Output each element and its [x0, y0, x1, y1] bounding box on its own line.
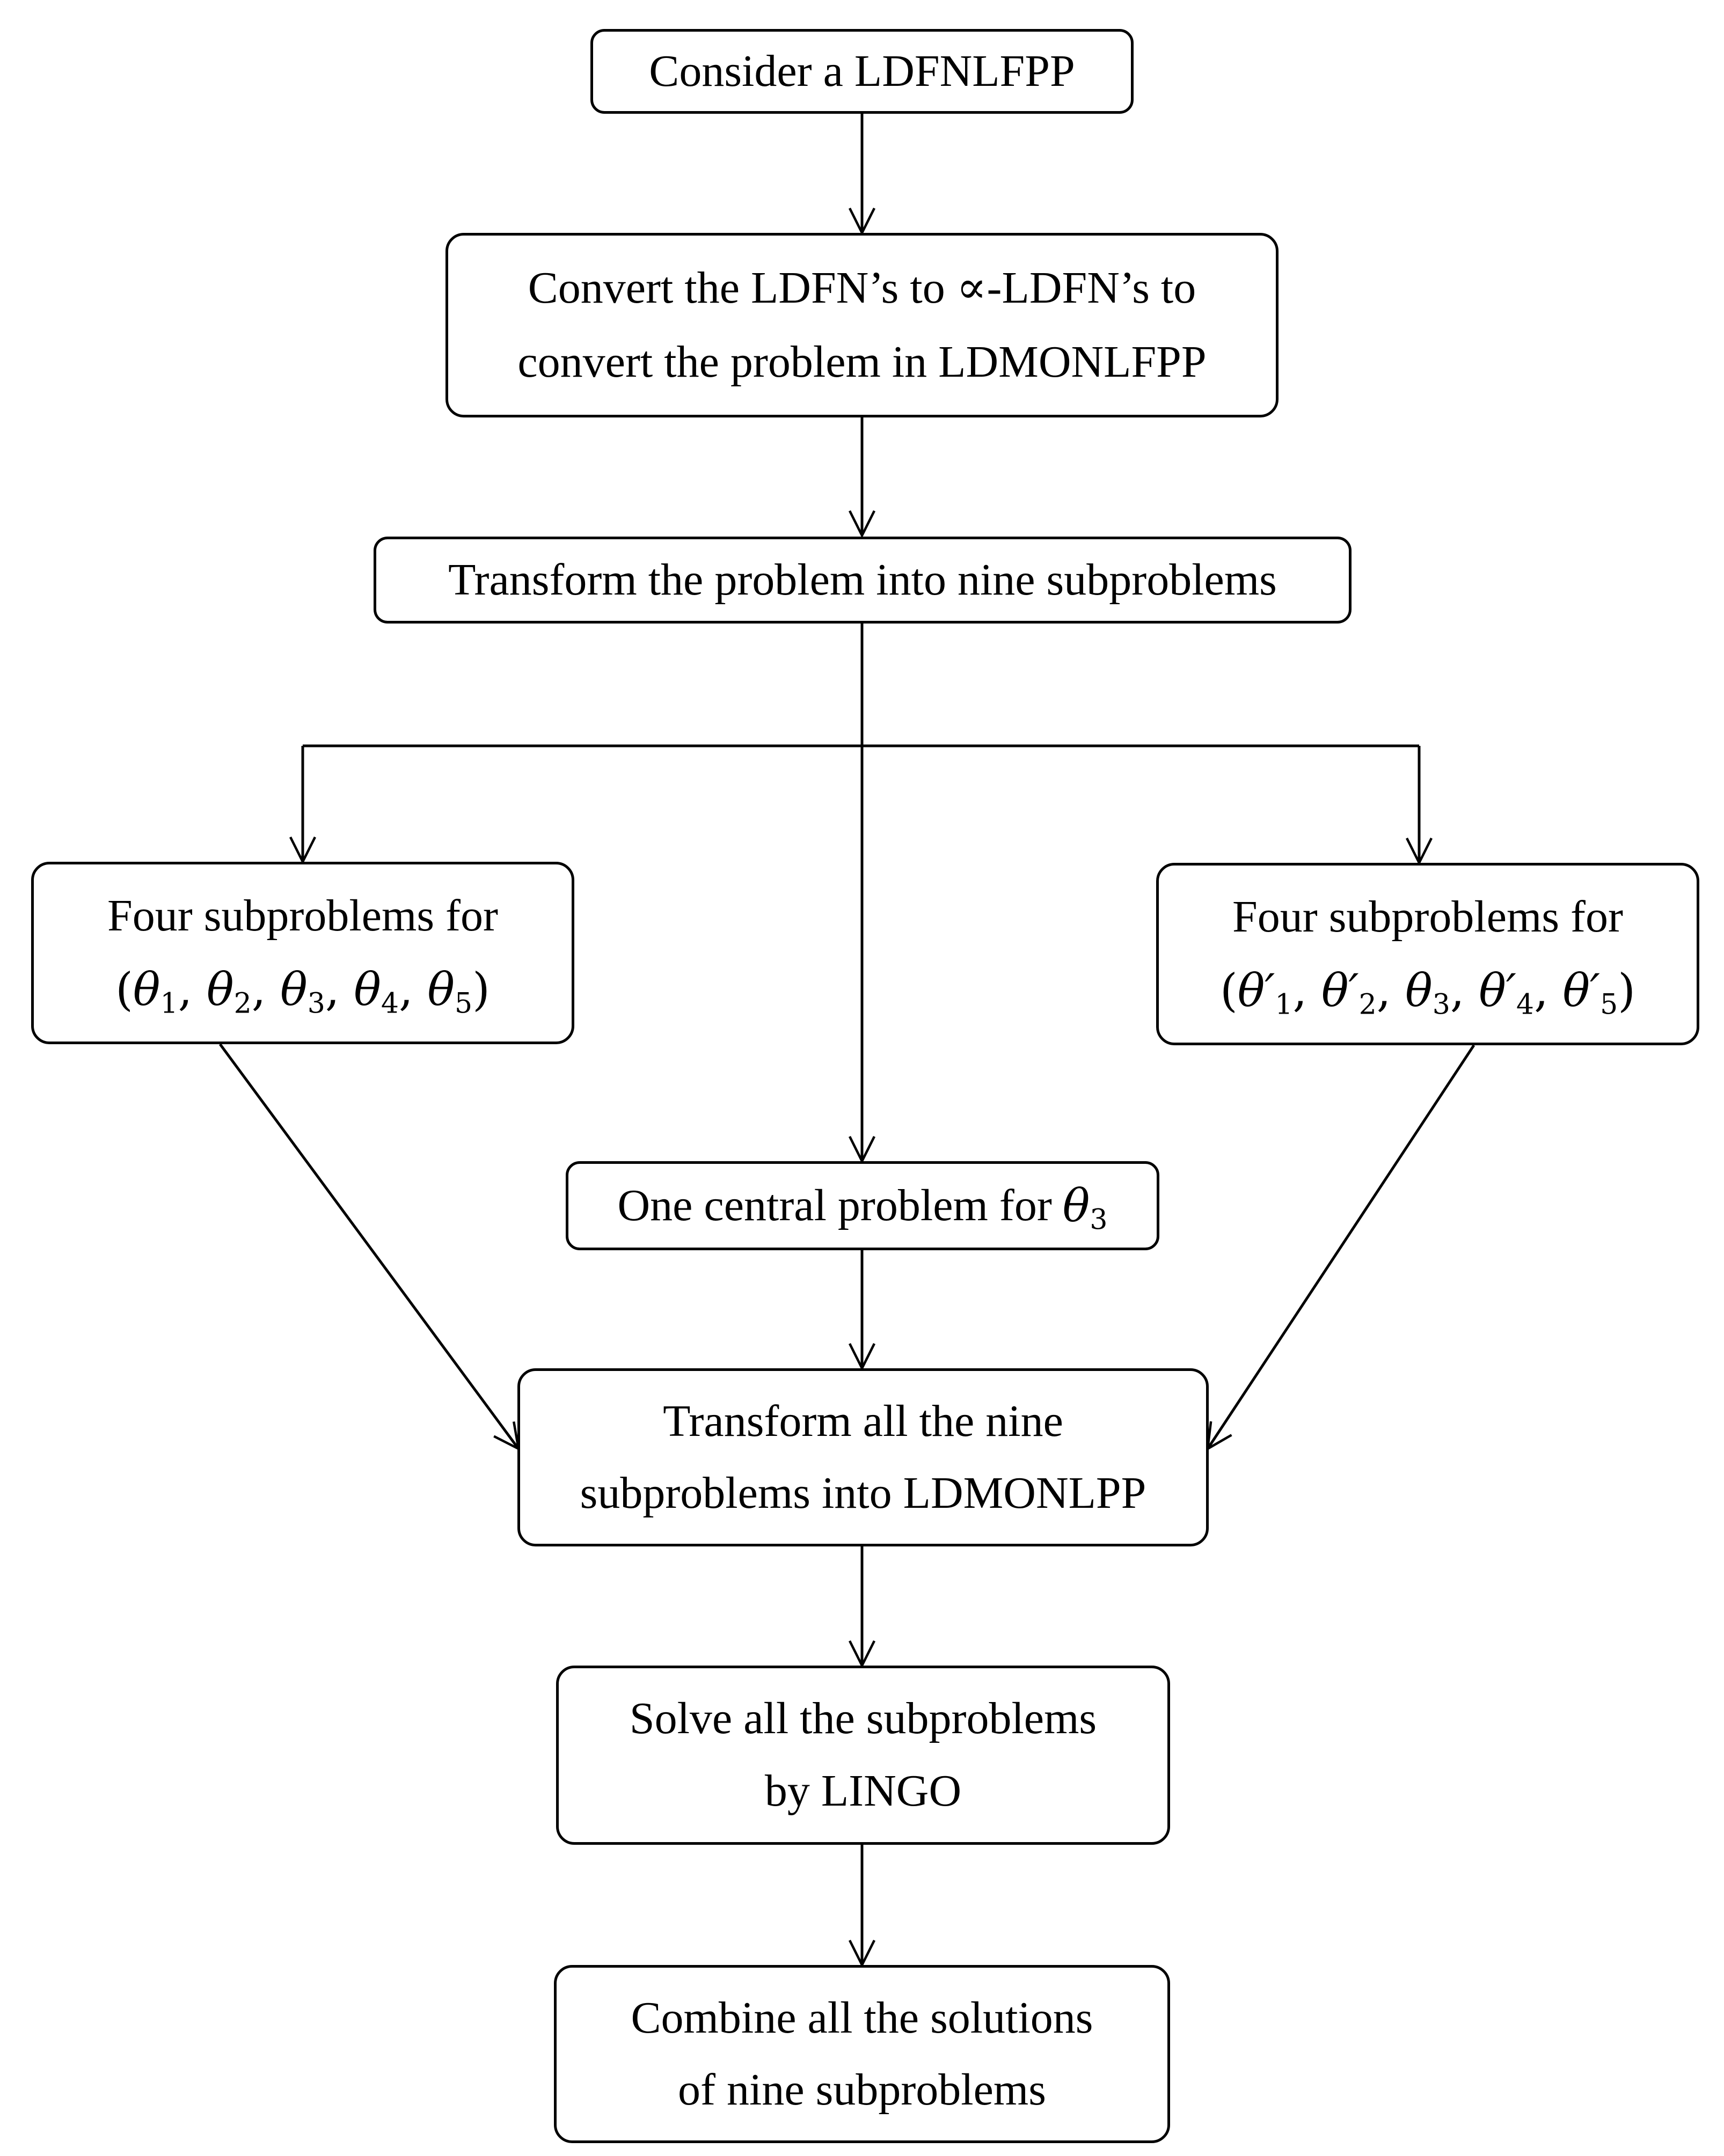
node-transform-all-line2: subproblems into LDMONLPP	[580, 1468, 1146, 1518]
node-central-math: θ3	[1062, 1179, 1108, 1236]
node-convert-line1: Convert the LDFN’s to ∝-LDFN’s to	[528, 262, 1196, 313]
node-right-line1: Four subproblems for	[1232, 892, 1623, 942]
edge-left-to-transform-all	[218, 1043, 518, 1449]
node-start: Consider a LDFNLFPP	[590, 29, 1134, 114]
edge-right-to-transform-all	[1208, 1044, 1475, 1449]
node-convert: Convert the LDFN’s to ∝-LDFN’s to conver…	[445, 233, 1279, 417]
node-right-subproblems: Four subproblems for (θ′1, θ′2, θ3, θ′4,…	[1156, 863, 1699, 1045]
node-combine-line1: Combine all the solutions	[631, 1992, 1093, 2043]
node-left-subproblems: Four subproblems for (θ1, θ2, θ3, θ4, θ5…	[31, 862, 574, 1044]
node-left-math: (θ1, θ2, θ3, θ4, θ5)	[115, 963, 490, 1020]
node-transform-all-line1: Transform all the nine	[663, 1396, 1063, 1446]
node-solve-line2: by LINGO	[764, 1766, 962, 1816]
node-combine: Combine all the solutions of nine subpro…	[554, 1965, 1170, 2143]
node-solve: Solve all the subproblems by LINGO	[556, 1666, 1170, 1845]
node-central-problem: One central problem for θ3	[566, 1161, 1159, 1250]
node-transform-all: Transform all the nine subproblems into …	[517, 1368, 1209, 1546]
node-convert-line2: convert the problem in LDMONLFPP	[517, 336, 1207, 387]
node-start-text: Consider a LDFNLFPP	[649, 46, 1075, 96]
node-left-line1: Four subproblems for	[107, 891, 498, 941]
node-transform-nine-text: Transform the problem into nine subprobl…	[448, 554, 1277, 605]
node-right-math: (θ′1, θ′2, θ3, θ′4, θ′5)	[1219, 964, 1636, 1021]
node-central-text: One central problem for	[617, 1180, 1052, 1230]
node-solve-line1: Solve all the subproblems	[629, 1693, 1097, 1744]
node-combine-line2: of nine subproblems	[678, 2064, 1046, 2115]
node-transform-nine: Transform the problem into nine subprobl…	[374, 537, 1352, 624]
